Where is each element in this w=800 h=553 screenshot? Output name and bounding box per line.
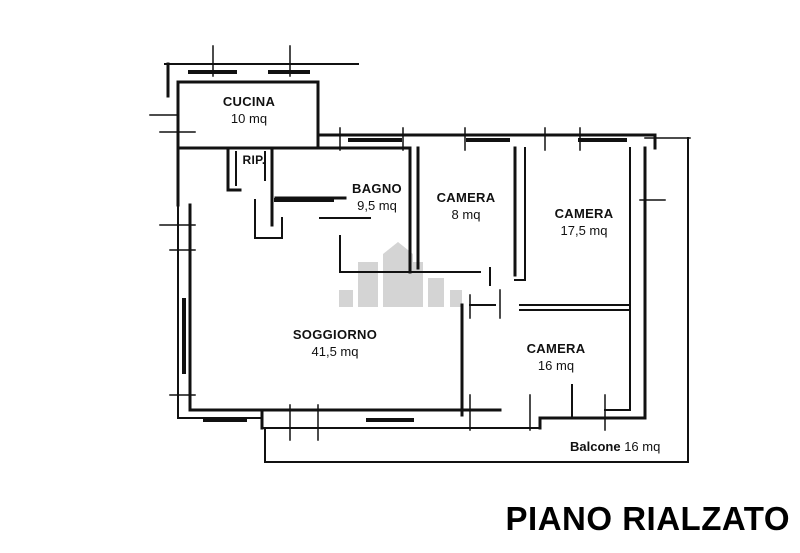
room-name: BAGNO — [352, 181, 402, 196]
room-name: CAMERA — [526, 341, 586, 356]
balcone-name: Balcone — [570, 439, 621, 454]
room-name: SOGGIORNO — [292, 327, 378, 342]
room-bagno: BAGNO 9,5 mq — [340, 180, 414, 214]
floor-title: PIANO RIALZATO — [505, 500, 790, 537]
room-name: CUCINA — [222, 94, 276, 109]
balcone-label: Balcone 16 mq — [570, 439, 660, 454]
room-area: 16 mq — [537, 358, 575, 373]
room-area: 10 mq — [230, 111, 268, 126]
room-rip: RIP. — [238, 152, 270, 169]
balcone-area: 16 mq — [624, 439, 661, 454]
room-cucina: CUCINA 10 mq — [212, 93, 286, 127]
room-name: CAMERA — [436, 190, 496, 205]
room-name: RIP. — [242, 153, 266, 167]
walls — [149, 45, 691, 463]
room-camera-3: CAMERA 16 mq — [516, 340, 596, 374]
room-camera-1: CAMERA 8 mq — [426, 189, 506, 223]
room-name: CAMERA — [554, 206, 614, 221]
room-soggiorno: SOGGIORNO 41,5 mq — [280, 326, 390, 360]
room-area: 17,5 mq — [560, 223, 608, 238]
room-camera-2: CAMERA 17,5 mq — [542, 205, 626, 239]
room-area: 41,5 mq — [311, 344, 359, 359]
room-area: 9,5 mq — [357, 198, 397, 213]
watermark-house-icon — [339, 242, 462, 307]
room-area: 8 mq — [451, 207, 481, 222]
